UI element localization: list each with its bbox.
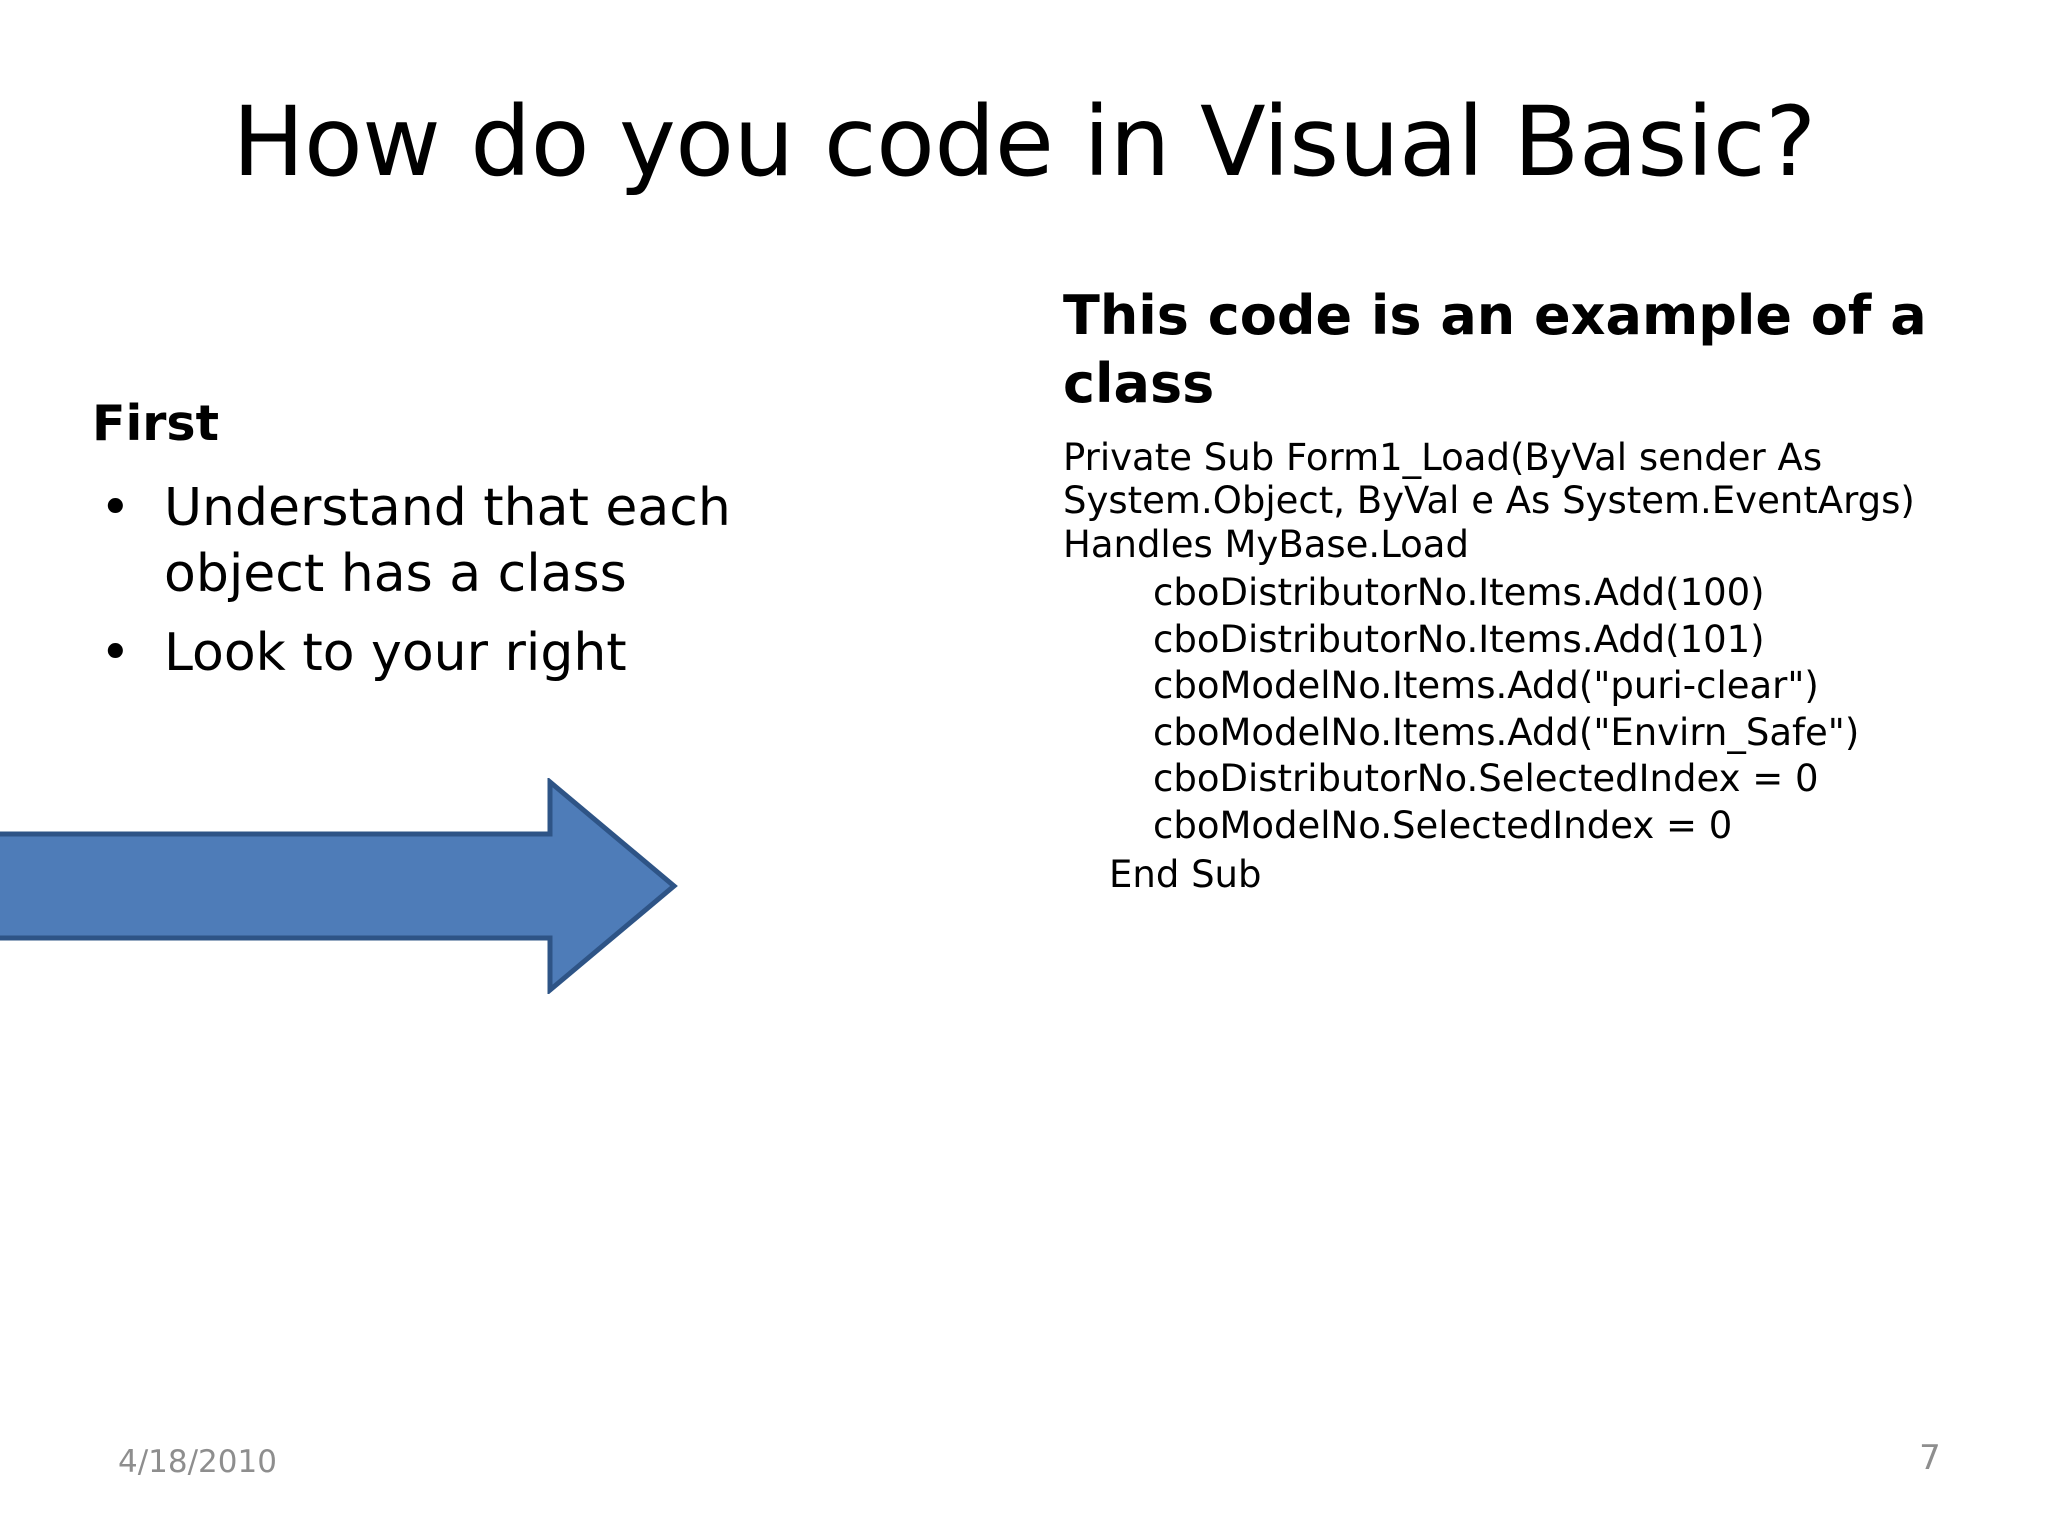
footer-date: 4/18/2010 [118, 1444, 277, 1480]
bullet-dot-icon: • [100, 623, 131, 684]
list-item-label: Look to your right [164, 623, 627, 684]
code-line-signature: Private Sub Form1_Load(ByVal sender As S… [1063, 436, 1927, 566]
code-line-statement: cboModelNo.Items.Add("Envirn_Safe") [1153, 710, 1860, 754]
right-arrow-polygon [0, 776, 678, 996]
right-content-column: This code is an example of a class Priva… [1063, 282, 1963, 898]
right-arrow-icon [0, 776, 680, 996]
bullet-dot-icon: • [100, 478, 131, 539]
bullet-list: • Understand that each object has a clas… [92, 476, 792, 687]
page-title: How do you code in Visual Basic? [232, 86, 1816, 198]
list-item: • Understand that each object has a clas… [92, 476, 792, 607]
footer-page-number: 7 [1919, 1438, 1941, 1478]
right-column-heading: This code is an example of a class [1063, 284, 1927, 416]
code-line-statement: cboDistributorNo.Items.Add(101) [1153, 617, 1765, 661]
list-item-label: Understand that each object has a class [164, 478, 731, 604]
code-line-statement: cboModelNo.SelectedIndex = 0 [1153, 803, 1733, 847]
list-item: • Look to your right [92, 621, 792, 687]
code-line-statement: cboModelNo.Items.Add("puri-clear") [1153, 664, 1819, 708]
code-line-statement: cboDistributorNo.Items.Add(100) [1153, 570, 1765, 614]
code-line-statement: cboDistributorNo.SelectedIndex = 0 [1153, 757, 1819, 801]
right-arrow-shape [0, 776, 678, 996]
code-line-end: End Sub [1109, 852, 1262, 896]
left-column-heading: First [92, 395, 220, 452]
left-content-column: First • Understand that each object has … [92, 395, 792, 701]
code-block: Private Sub Form1_Load(ByVal sender As S… [1063, 436, 1963, 898]
